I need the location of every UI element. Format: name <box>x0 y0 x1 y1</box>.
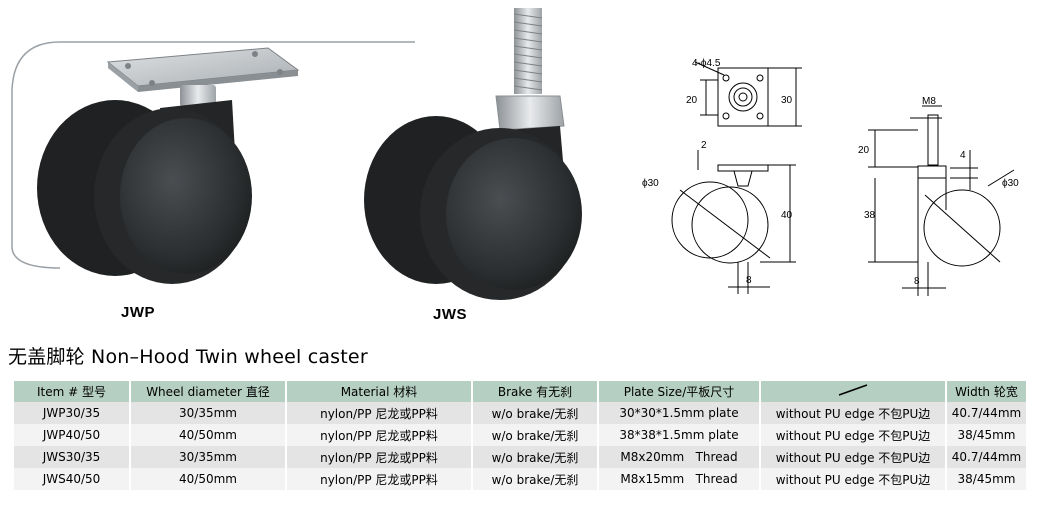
plate-thickness-label: 2 <box>701 140 707 151</box>
jws-side-view <box>868 105 1015 296</box>
cell-brake: w/o brake/无刹 <box>472 468 599 490</box>
jwp-diameter-label: ϕ30 <box>642 178 659 189</box>
cell-plate: 30*30*1.5mm plate <box>598 402 761 424</box>
header-wheel-diameter: Wheel diameter 直径 <box>130 381 287 402</box>
technical-drawings: 4-ϕ4.5 20 30 2 ϕ30 40 8 <box>600 0 1038 335</box>
cell-material: nylon/PP 尼龙或PP料 <box>286 468 473 490</box>
cell-material: nylon/PP 尼龙或PP料 <box>286 446 473 468</box>
cell-edge: without PU edge 不包PU边 <box>760 446 947 468</box>
nut-dim-label: 4 <box>960 150 966 161</box>
cell-item: JWP30/35 <box>14 402 131 424</box>
cell-item: JWS40/50 <box>14 468 131 490</box>
table-row: JWS40/50 40/50mm nylon/PP 尼龙或PP料 w/o bra… <box>14 468 1026 490</box>
plate-inner-dim: 20 <box>686 95 698 106</box>
cell-diameter: 40/50mm <box>130 468 287 490</box>
jws-model-label: JWS <box>433 306 468 323</box>
cell-width: 38/45mm <box>946 468 1026 490</box>
section-title: 无盖脚轮 Non–Hood Twin wheel caster <box>8 346 368 368</box>
jwp-model-label: JWP <box>121 304 156 321</box>
dimension-drawings: 4-ϕ4.5 20 30 2 ϕ30 40 8 <box>642 58 1019 296</box>
cell-material: nylon/PP 尼龙或PP料 <box>286 424 473 446</box>
cell-plate: 38*38*1.5mm plate <box>598 424 761 446</box>
header-width: Width 轮宽 <box>946 381 1026 402</box>
spec-table: Item # 型号 Wheel diameter 直径 Material 材料 … <box>14 381 1026 490</box>
table-row: JWS30/35 30/35mm nylon/PP 尼龙或PP料 w/o bra… <box>14 446 1026 468</box>
header-brake: Brake 有无刹 <box>472 381 599 402</box>
diagonal-slash-icon <box>838 384 868 396</box>
cell-width: 40.7/44mm <box>946 446 1026 468</box>
cell-diameter: 30/35mm <box>130 402 287 424</box>
cell-width: 40.7/44mm <box>946 402 1026 424</box>
table-header-row: Item # 型号 Wheel diameter 直径 Material 材料 … <box>14 381 1026 402</box>
jwp-caster-image <box>37 47 300 284</box>
cell-plate: M8x20mm Thread <box>598 446 761 468</box>
jws-height-label: 38 <box>864 210 876 221</box>
header-slash <box>760 381 947 402</box>
cell-plate: M8x15mm Thread <box>598 468 761 490</box>
caster-illustrations <box>11 8 582 300</box>
plate-holes-label: 4-ϕ4.5 <box>692 58 721 69</box>
jwp-width-label: 8 <box>746 275 752 286</box>
plate-top-view <box>694 61 802 127</box>
table-row: JWP40/50 40/50mm nylon/PP 尼龙或PP料 w/o bra… <box>14 424 1026 446</box>
cell-edge: without PU edge 不包PU边 <box>760 402 947 424</box>
jwp-height-label: 40 <box>781 210 793 221</box>
cell-edge: without PU edge 不包PU边 <box>760 424 947 446</box>
header-material: Material 材料 <box>286 381 473 402</box>
cell-brake: w/o brake/无刹 <box>472 402 599 424</box>
cell-brake: w/o brake/无刹 <box>472 424 599 446</box>
cell-material: nylon/PP 尼龙或PP料 <box>286 402 473 424</box>
product-photos: JWP JWS <box>0 0 600 335</box>
header-plate-size: Plate Size/平板尺寸 <box>598 381 761 402</box>
backdrop-curve <box>11 41 415 269</box>
table-row: JWP30/35 30/35mm nylon/PP 尼龙或PP料 w/o bra… <box>14 402 1026 424</box>
jws-caster-image <box>364 8 582 300</box>
jws-width-label: 8 <box>914 276 920 287</box>
jwp-side-view <box>671 150 796 294</box>
header-item: Item # 型号 <box>14 381 131 402</box>
thread-length-label: 20 <box>858 145 870 156</box>
cell-item: JWS30/35 <box>14 446 131 468</box>
cell-brake: w/o brake/无刹 <box>472 446 599 468</box>
cell-diameter: 30/35mm <box>130 446 287 468</box>
cell-diameter: 40/50mm <box>130 424 287 446</box>
jws-diameter-label: ϕ30 <box>1002 178 1019 189</box>
plate-outer-dim: 30 <box>781 95 793 106</box>
cell-edge: without PU edge 不包PU边 <box>760 468 947 490</box>
cell-item: JWP40/50 <box>14 424 131 446</box>
cell-width: 38/45mm <box>946 424 1026 446</box>
thread-label: M8 <box>922 96 936 107</box>
